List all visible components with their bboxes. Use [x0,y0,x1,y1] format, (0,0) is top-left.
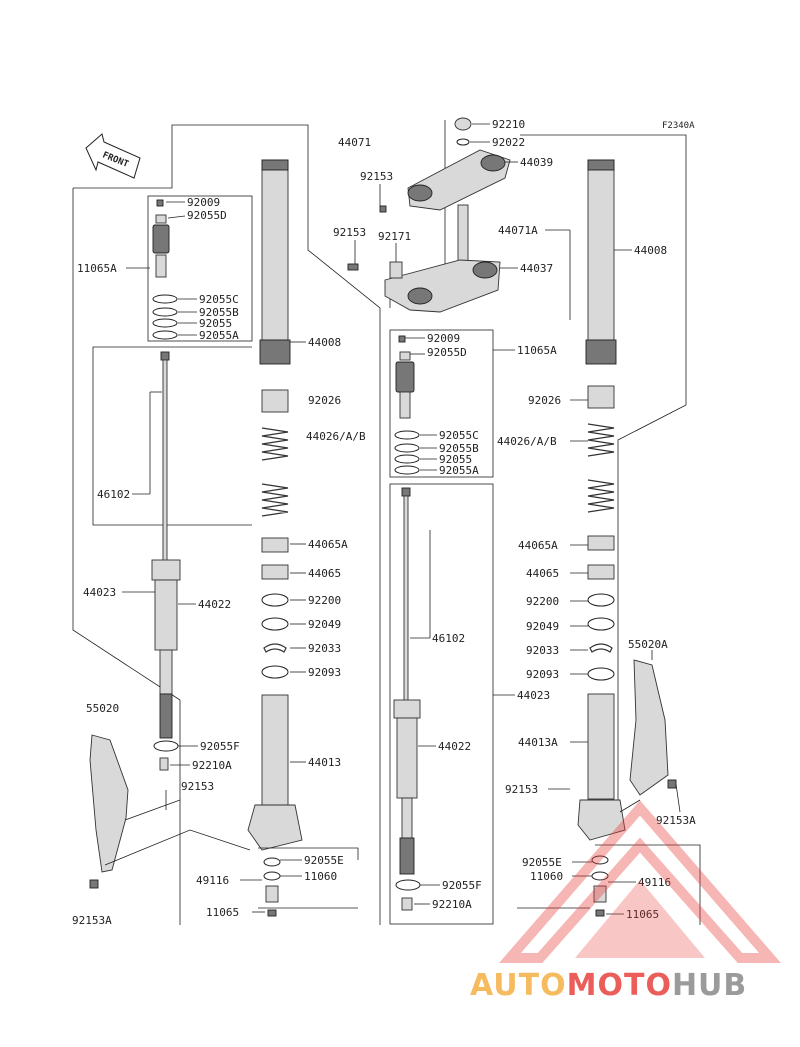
label-46102-right: 46102 [432,632,465,645]
label-44039: 44039 [520,156,553,169]
label-92033-right: 92033 [526,644,559,657]
label-44065-left: 44065 [308,567,341,580]
label-44065A-right: 44065A [518,539,558,552]
label-92026-left: 92026 [308,394,341,407]
left-fork-tube [259,159,291,365]
label-92049-left: 92049 [308,618,341,631]
label-92210A-left: 92210A [192,759,232,772]
label-92200-left: 92200 [308,594,341,607]
label-46102-left: 46102 [97,488,130,501]
label-92153-mid: 92153 [333,226,366,239]
label-92055-left: 92055 [199,317,232,330]
upper-triple-clamp [379,117,511,213]
label-92171: 92171 [378,230,411,243]
label-92055F-right: 92055F [442,879,482,892]
label-11065-left: 11065 [206,906,239,919]
label-11060-left: 11060 [304,870,337,883]
label-92055-right: 92055 [439,453,472,466]
watermark-text: AUTOMOTOHUB [470,968,747,1003]
label-92055C-left: 92055C [199,293,239,306]
label-44065-right: 44065 [526,567,559,580]
right-cartridge-box [389,329,494,478]
left-rod-box [92,346,252,526]
right-internals [587,385,615,681]
label-44022-right: 44022 [438,740,471,753]
label-92026-right: 92026 [528,394,561,407]
right-fork-tube [585,159,617,365]
label-92200-right: 92200 [526,595,559,608]
label-92153-left-low: 92153 [181,780,214,793]
label-44013-left: 44013 [308,756,341,769]
label-92055F-left: 92055F [200,740,240,753]
label-44026-left: 44026/A/B [306,430,366,443]
label-92153-top: 92153 [360,170,393,183]
label-55020: 55020 [86,702,119,715]
label-92055A-left: 92055A [199,329,239,342]
label-44026-right: 44026/A/B [497,435,557,448]
label-44022-left: 44022 [198,598,231,611]
watermark-logo: AUTOMOTOHUB [470,800,781,1003]
label-92055B-left: 92055B [199,306,239,319]
watermark-hub: HUB [672,968,747,1003]
left-outer-tube [247,694,303,917]
label-44065A-left: 44065A [308,538,348,551]
label-92055C-right: 92055C [439,429,479,442]
steering-stem-clamp [347,204,501,313]
label-92055B-right: 92055B [439,442,479,455]
diagram-ref: F2340A [662,121,695,131]
label-44071A: 44071A [498,224,538,237]
watermark-auto: AUTO [470,968,567,1003]
label-92210: 92210 [492,118,525,131]
label-49116-right: 49116 [638,876,671,889]
label-92055A-right: 92055A [439,464,479,477]
label-11065-right: 11065 [626,908,659,921]
label-44037: 44037 [520,262,553,275]
right-cartridge-assembly [394,335,420,475]
left-fork-guard [89,734,129,889]
label-44013A-right: 44013A [518,736,558,749]
label-92153A-right: 92153A [656,814,696,827]
right-fork-guard [629,659,677,796]
label-92049-right: 92049 [526,620,559,633]
left-cartridge-assembly [152,199,178,340]
label-92055D-right: 92055D [427,346,467,359]
label-92210A-right: 92210A [432,898,472,911]
label-92153-right: 92153 [505,783,538,796]
right-damper-rod [393,487,421,911]
label-92009-right: 92009 [427,332,460,345]
label-44023-left: 44023 [83,586,116,599]
label-92153A-left: 92153A [72,914,112,927]
left-internals [261,389,289,679]
label-92055E-left: 92055E [304,854,344,867]
label-92093-left: 92093 [308,666,341,679]
watermark-moto: MOTO [567,968,672,1003]
label-92055D-left: 92055D [187,209,227,222]
label-44071: 44071 [338,136,371,149]
label-55020A: 55020A [628,638,668,651]
label-92033-left: 92033 [308,642,341,655]
label-44008-right: 44008 [634,244,667,257]
left-damper-rod [151,351,181,810]
leader-lines [122,123,681,915]
front-arrow-icon: FRONT [85,133,141,179]
right-rod-box [389,483,494,925]
label-11065A-right: 11065A [517,344,557,357]
label-44008-left: 44008 [308,336,341,349]
label-11060-right: 11060 [530,870,563,883]
watermark-triangle-icon [499,800,781,963]
label-11065A-left: 11065A [77,262,117,275]
label-44023-right: 44023 [517,689,550,702]
label-92009-left: 92009 [187,196,220,209]
left-cartridge-box [147,195,253,342]
label-92022: 92022 [492,136,525,149]
label-92055E-right: 92055E [522,856,562,869]
label-49116-left: 49116 [196,874,229,887]
label-92093-right: 92093 [526,668,559,681]
